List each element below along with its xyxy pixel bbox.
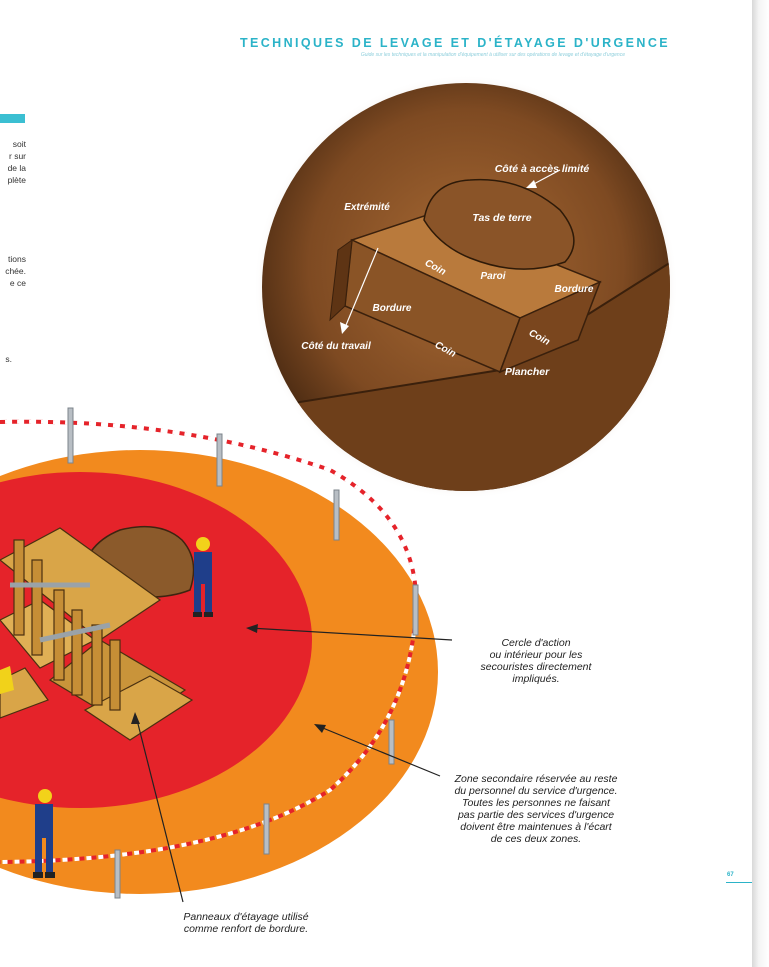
label-plancher: Plancher [505, 366, 550, 378]
label-cote-acces-limite: Côté à accès limité [495, 163, 590, 175]
label-bordure-right: Bordure [555, 284, 594, 295]
page-number: 67 [727, 872, 734, 878]
text-fragment: de la [7, 163, 26, 173]
label-extremite: Extrémité [344, 202, 390, 213]
text-fragment: e ce [9, 278, 26, 288]
shoring-structure [0, 527, 194, 741]
text-fragment: tions [8, 254, 26, 264]
page-header-title: TECHNIQUES DE LEVAGE ET D'ÉTAYAGE D'URGE… [239, 36, 670, 50]
worker-figure [33, 789, 55, 878]
worker-figure [193, 537, 213, 617]
text-fragment: plète [7, 175, 26, 185]
page-number-rule [726, 882, 752, 883]
label-paroi: Paroi [480, 271, 505, 282]
page-header-subtitle: Guide sur les techniques et la manipulat… [360, 52, 625, 58]
label-cote-du-travail: Côté du travail [301, 341, 371, 352]
section-accent-bar [0, 114, 25, 123]
page-edge-shadow [752, 0, 769, 967]
label-tas-de-terre: Tas de terre [472, 212, 531, 224]
text-fragment: r sur [9, 151, 26, 161]
label-bordure-left: Bordure [373, 303, 412, 314]
trench-detail-circle: Côté à accès limité Extrémité Tas de ter… [254, 75, 678, 499]
trench-soil-pile [423, 178, 575, 270]
text-fragment: soit [12, 139, 26, 149]
text-fragment: chée. [5, 266, 26, 276]
barrier-posts [67, 407, 419, 899]
text-fragment: s. [5, 354, 12, 364]
